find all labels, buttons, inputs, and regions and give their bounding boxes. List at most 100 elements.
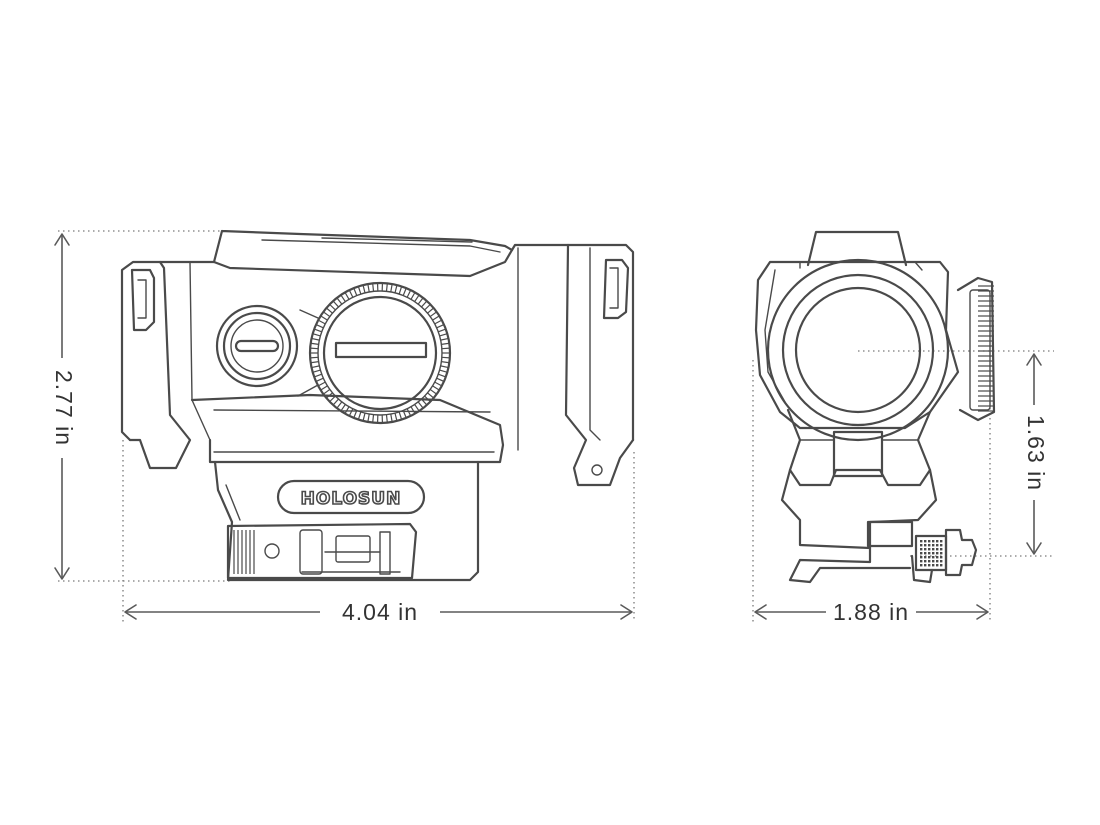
- turret-tooth: [402, 287, 407, 296]
- width-dimension: 1.88 in: [754, 599, 989, 625]
- top-rail-line: [321, 237, 473, 243]
- turret-tooth: [410, 406, 416, 414]
- turret-tooth: [427, 392, 435, 399]
- knurl-dot: [924, 564, 927, 567]
- turret-tooth: [421, 300, 428, 308]
- turret-tooth: [414, 294, 420, 302]
- brand-logo: HOLOSUN: [301, 489, 402, 509]
- knurl-dot: [924, 560, 927, 563]
- front-mount-center-block: [832, 430, 884, 478]
- side-knob-knurling: [978, 285, 994, 412]
- length-dimension: 4.04 in: [124, 599, 633, 625]
- top-housing-line: [212, 248, 514, 278]
- knurl-dot: [932, 548, 935, 551]
- turret-tooth: [317, 319, 326, 325]
- turret-tooth: [332, 300, 339, 308]
- turret-tooth: [441, 347, 450, 350]
- turret-tooth: [390, 283, 393, 293]
- turret-tooth: [362, 413, 366, 422]
- turret-tooth: [315, 323, 324, 329]
- knurl-dot: [924, 552, 927, 555]
- turret-tooth: [311, 337, 320, 341]
- turret-tooth: [348, 289, 354, 298]
- objective-lens: [794, 286, 922, 414]
- turret-tooth: [325, 307, 333, 314]
- turret-tooth: [340, 404, 346, 412]
- front-mount-upper: [786, 408, 932, 487]
- front-view: [752, 230, 1054, 622]
- turret-tooth: [414, 404, 420, 412]
- side-knob: [956, 276, 996, 422]
- turret-tooth: [410, 292, 416, 300]
- turret-tooth: [310, 342, 319, 345]
- height-label: 2.77 in: [51, 370, 77, 446]
- turret-tooth: [357, 411, 362, 420]
- turret-tooth: [314, 373, 322, 378]
- knurl-dot: [932, 540, 935, 543]
- knurl-dot: [924, 544, 927, 547]
- turret-tooth: [402, 410, 407, 419]
- mount-base: [213, 460, 480, 582]
- turret-tooth: [310, 361, 319, 364]
- knurl-dot: [932, 552, 935, 555]
- knurl-dot: [940, 540, 943, 543]
- turret-tooth: [406, 408, 412, 417]
- rear-screw: [591, 464, 603, 476]
- adjustment-turret: [308, 281, 452, 425]
- turret-tooth: [421, 398, 428, 406]
- knurl-dot: [924, 540, 927, 543]
- knurl-dot: [940, 552, 943, 555]
- turret-tooth: [394, 413, 398, 422]
- height-dimension: 2.77 in: [51, 233, 77, 580]
- objective-ring-mid: [781, 273, 935, 427]
- lever-pin: [264, 543, 280, 559]
- turret-tooth: [440, 365, 449, 369]
- turret-tooth: [441, 342, 450, 345]
- turret-tooth: [417, 401, 424, 409]
- knurl-dot: [940, 564, 943, 567]
- rear-clip: [602, 258, 630, 320]
- front-clamp-right: [868, 468, 938, 550]
- turret-tooth: [312, 369, 321, 373]
- turret-tooth: [441, 356, 450, 359]
- turret-tooth: [320, 315, 328, 321]
- turret-tooth: [311, 365, 320, 369]
- front-clip: [130, 268, 156, 332]
- turret-tooth: [315, 377, 324, 383]
- knurl-dot: [936, 560, 939, 563]
- knurl-dot: [928, 556, 931, 559]
- turret-tooth: [424, 395, 431, 403]
- turret-knurling: [310, 283, 450, 423]
- turret-tooth: [432, 385, 440, 391]
- side-view: HOLOSUN: [58, 229, 635, 622]
- knurl-dot: [936, 552, 939, 555]
- length-label: 4.04 in: [342, 599, 418, 625]
- turret-tooth: [340, 294, 346, 302]
- brightness-button-slot: [234, 339, 280, 353]
- front-lever-bolt: [944, 528, 978, 577]
- turret-tooth: [320, 385, 328, 391]
- knurl-dot: [936, 544, 939, 547]
- knurl-dot: [920, 544, 923, 547]
- turret-tooth: [344, 292, 350, 300]
- turret-tooth: [417, 297, 424, 305]
- knurl-dot: [936, 564, 939, 567]
- turret-tooth: [362, 284, 366, 293]
- knurl-dot: [924, 556, 927, 559]
- knurl-dot: [936, 556, 939, 559]
- turret-tooth: [385, 414, 388, 423]
- turret-tooth: [427, 307, 435, 314]
- brand-logo-plaque: [276, 479, 426, 515]
- knurl-dot: [920, 548, 923, 551]
- turret-tooth: [398, 286, 403, 295]
- knurl-dot: [928, 560, 931, 563]
- front-lever-box: [866, 520, 914, 548]
- turret-tooth: [353, 287, 358, 296]
- turret-tooth: [434, 381, 443, 387]
- turret-tooth: [372, 283, 375, 292]
- turret-tooth: [317, 381, 326, 387]
- rear-hood-inner: [589, 247, 601, 441]
- turret-tooth: [336, 297, 343, 305]
- knurl-dot: [932, 556, 935, 559]
